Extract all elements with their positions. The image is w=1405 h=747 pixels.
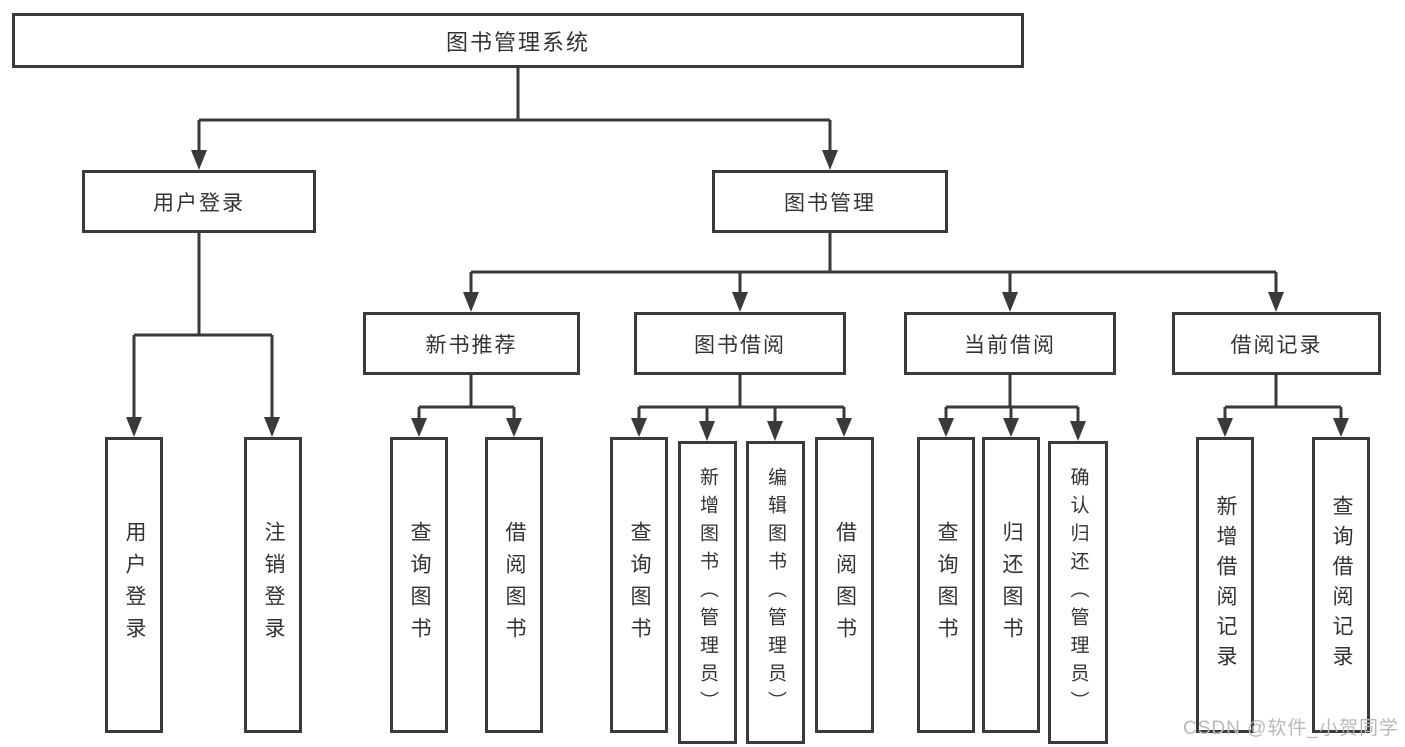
node-user-login-label: 用户登录 (153, 191, 245, 215)
leaf-query-borrow-record: 查询借阅记录 (1312, 437, 1370, 733)
leaf-add-books-admin: 新增图书（管理员） (678, 441, 737, 744)
node-borrow-records: 借阅记录 (1172, 312, 1381, 375)
arrowhead (126, 417, 142, 437)
leaf-return-books-label: 归还图书 (1000, 521, 1023, 649)
node-root-label: 图书管理系统 (445, 29, 590, 55)
arrowhead (699, 421, 715, 441)
node-current-borrow: 当前借阅 (904, 312, 1116, 375)
leaf-confirm-return-admin-label: 确认归还（管理员） (1067, 466, 1089, 719)
leaf-add-borrow-record: 新增借阅记录 (1196, 437, 1254, 733)
leaf-user-login: 用户登录 (105, 437, 163, 733)
arrowhead (767, 421, 783, 441)
leaf-borrow-books-label: 借阅图书 (833, 521, 857, 649)
node-current-borrow-label: 当前借阅 (964, 333, 1056, 357)
arrowhead (1003, 418, 1019, 437)
node-new-book-recommend-label: 新书推荐 (425, 333, 518, 357)
node-book-borrow-label: 图书借阅 (694, 333, 786, 357)
leaf-add-books-admin-label: 新增图书（管理员） (697, 466, 718, 719)
arrowhead (938, 418, 954, 437)
leaf-edit-books-admin-label: 编辑图书（管理员） (765, 466, 786, 719)
arrowhead (822, 150, 838, 170)
arrowhead (732, 292, 748, 312)
node-book-borrow: 图书借阅 (634, 312, 846, 375)
arrowhead (836, 418, 852, 437)
leaf-query-books-current: 查询图书 (917, 437, 975, 733)
leaf-query-books-current-label: 查询图书 (935, 521, 958, 649)
leaf-logout-label: 注销登录 (262, 521, 285, 649)
node-borrow-records-label: 借阅记录 (1230, 333, 1323, 357)
arrowhead (506, 418, 522, 437)
arrowhead (631, 418, 647, 437)
arrowhead (1002, 292, 1018, 312)
node-new-book-recommend: 新书推荐 (363, 312, 580, 375)
arrowhead (411, 418, 427, 437)
leaf-edit-books-admin: 编辑图书（管理员） (746, 441, 805, 744)
leaf-borrow-books-recommend: 借阅图书 (485, 437, 543, 733)
leaf-query-books-borrow-label: 查询图书 (628, 521, 651, 649)
arrowhead (1268, 292, 1284, 312)
arrowhead (463, 292, 479, 312)
csdn-watermark: CSDN @软件_小贺同学 (1183, 718, 1399, 739)
leaf-query-books-recommend: 查询图书 (390, 437, 448, 733)
leaf-query-books-borrow: 查询图书 (610, 437, 668, 733)
leaf-borrow-books-recommend-label: 借阅图书 (503, 521, 526, 649)
leaf-query-books-recommend-label: 查询图书 (408, 521, 431, 649)
leaf-logout: 注销登录 (244, 437, 302, 733)
arrowhead (1217, 418, 1233, 437)
arrowhead (1333, 418, 1349, 437)
arrowhead (1070, 421, 1086, 441)
leaf-borrow-books: 借阅图书 (815, 437, 874, 733)
leaf-add-borrow-record-label: 新增借阅记录 (1214, 495, 1237, 675)
leaf-return-books: 归还图书 (982, 437, 1040, 733)
node-book-management-label: 图书管理 (784, 191, 876, 215)
node-user-login: 用户登录 (82, 170, 316, 233)
leaf-confirm-return-admin: 确认归还（管理员） (1048, 441, 1108, 744)
leaf-query-borrow-record-label: 查询借阅记录 (1330, 495, 1353, 675)
leaf-user-login-label: 用户登录 (123, 521, 146, 649)
node-root: 图书管理系统 (12, 13, 1024, 68)
node-book-management: 图书管理 (712, 170, 948, 233)
arrowhead (264, 417, 280, 437)
arrowhead (191, 150, 207, 170)
